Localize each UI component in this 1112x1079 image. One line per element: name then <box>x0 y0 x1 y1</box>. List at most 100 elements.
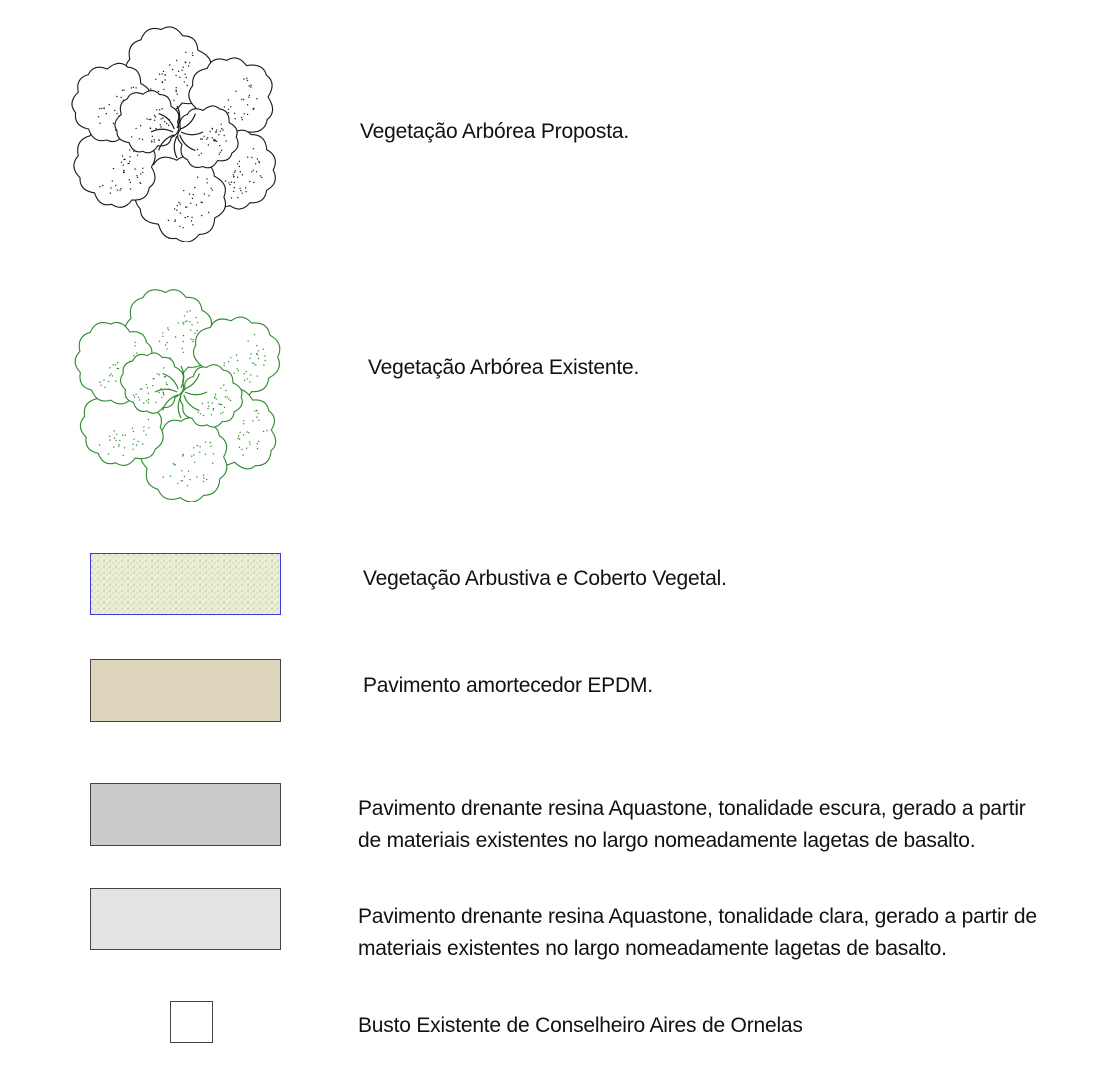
canopy-stipple <box>256 158 259 160</box>
canopy-stipple <box>187 65 190 67</box>
canopy-stipple <box>117 367 120 370</box>
canopy-stipple <box>252 148 255 150</box>
canopy-stipple <box>105 113 107 115</box>
canopy-stipple <box>129 160 131 163</box>
canopy-stipple <box>207 137 209 139</box>
canopy-stipple <box>181 69 183 71</box>
canopy-stipple <box>181 470 183 472</box>
canopy-stipple <box>263 364 265 366</box>
canopy-stipple <box>222 411 224 414</box>
canopy-stipple <box>166 384 168 386</box>
canopy-stipple <box>104 386 106 388</box>
canopy-stipple <box>158 340 161 342</box>
canopy-stipple <box>164 121 166 123</box>
canopy-stipple <box>146 400 148 402</box>
canopy-stipple <box>248 441 251 443</box>
canopy-stipple <box>243 78 245 80</box>
canopy-stipple <box>196 148 199 151</box>
canopy-stipple <box>248 85 250 87</box>
canopy-stipple <box>198 154 200 156</box>
canopy-stipple <box>149 127 152 129</box>
canopy-stipple <box>129 156 131 158</box>
canopy-stipple <box>136 154 139 156</box>
canopy-stipple <box>129 149 131 151</box>
canopy-stipple <box>155 78 157 80</box>
canopy-stipple <box>176 209 178 211</box>
canopy-stipple <box>179 76 181 78</box>
canopy-stipple <box>147 402 150 404</box>
canopy-stipple <box>246 104 249 106</box>
canopy-stipple <box>158 391 160 394</box>
canopy-stipple <box>119 439 121 442</box>
legend-label: Busto Existente de Conselheiro Aires de … <box>358 1014 803 1037</box>
canopy-stipple <box>139 388 142 390</box>
canopy-stipple <box>250 86 252 88</box>
canopy-stipple <box>262 348 264 350</box>
canopy-stipple <box>246 378 248 380</box>
canopy-stipple <box>192 224 194 226</box>
canopy-stipple <box>159 124 161 126</box>
canopy-stipple <box>195 316 197 319</box>
trunk-branch <box>154 388 178 393</box>
canopy-stipple <box>132 443 134 445</box>
canopy-stipple <box>190 329 192 331</box>
canopy-stipple <box>195 204 198 206</box>
canopy-stipple <box>228 398 230 400</box>
canopy-stipple <box>256 443 259 445</box>
canopy-stipple <box>218 134 220 136</box>
canopy-stipple <box>251 171 253 173</box>
canopy-stipple <box>219 151 221 153</box>
canopy-stipple <box>208 195 210 197</box>
canopy-stipple <box>191 216 193 218</box>
canopy-stipple <box>212 453 215 455</box>
canopy-stipple <box>224 396 227 398</box>
canopy-stipple <box>116 112 118 115</box>
canopy-stipple <box>108 103 110 106</box>
canopy-stipple <box>253 363 255 365</box>
canopy-stipple <box>176 205 178 207</box>
canopy-stipple <box>206 478 208 481</box>
canopy-stipple <box>223 406 226 409</box>
canopy-stipple <box>264 355 266 357</box>
canopy-stipple <box>158 139 160 141</box>
canopy-stipple <box>163 367 165 369</box>
canopy-stipple <box>146 118 148 120</box>
canopy-stipple <box>142 171 144 174</box>
canopy-stipple <box>228 182 230 184</box>
canopy-stipple <box>109 192 111 194</box>
canopy-stipple <box>148 427 150 429</box>
canopy-stipple <box>202 414 205 417</box>
canopy-stipple <box>229 184 231 186</box>
canopy-stipple <box>210 414 212 416</box>
canopy-stipple <box>241 448 243 451</box>
canopy-stipple <box>242 454 244 456</box>
canopy-stipple <box>115 184 117 187</box>
canopy-stipple <box>182 334 185 337</box>
canopy-stipple <box>234 170 236 172</box>
canopy-stipple <box>177 70 180 72</box>
canopy-stipple <box>237 370 239 372</box>
canopy-stipple <box>120 188 122 190</box>
canopy-stipple <box>215 131 217 133</box>
canopy-stipple <box>233 186 236 189</box>
canopy-stipple <box>258 419 260 422</box>
canopy-stipple <box>153 119 156 122</box>
canopy-stipple <box>210 187 212 189</box>
canopy-stipple <box>206 182 208 184</box>
canopy-stipple <box>99 108 101 110</box>
canopy-stipple <box>109 375 111 377</box>
canopy-stipple <box>235 90 237 93</box>
canopy-stipple <box>220 149 223 152</box>
canopy-stipple <box>181 455 184 457</box>
canopy-stipple <box>99 186 101 188</box>
canopy-stipple <box>163 88 165 91</box>
canopy-stipple <box>223 106 226 108</box>
canopy-stipple <box>243 420 245 422</box>
canopy-stipple <box>110 373 112 375</box>
canopy-stipple <box>256 375 259 377</box>
canopy-stipple <box>121 434 124 436</box>
canopy-stipple <box>152 385 154 387</box>
canopy-stipple <box>247 156 249 158</box>
canopy-stipple <box>145 383 148 386</box>
canopy-stipple <box>135 87 137 89</box>
